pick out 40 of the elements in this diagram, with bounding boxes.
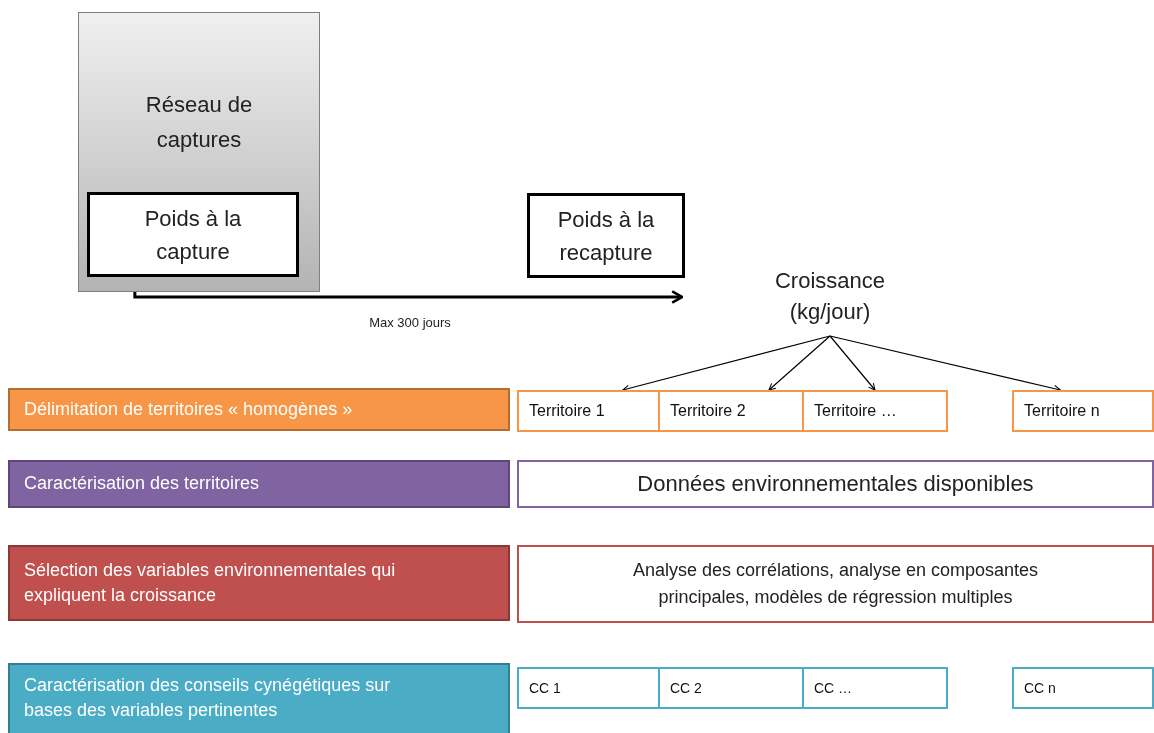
step-bar xyxy=(8,460,510,508)
node-text: CC … xyxy=(814,679,853,698)
weight-box xyxy=(87,192,299,277)
analysis-box xyxy=(517,545,1154,623)
advice-box xyxy=(1012,667,1154,709)
node-text: Poids à la capture xyxy=(143,204,243,266)
arrow xyxy=(768,335,831,391)
node-text: Sélection des variables environnementales qui expliquent la croissance xyxy=(24,558,397,607)
arrow xyxy=(133,290,684,304)
node-text: CC n xyxy=(1024,679,1056,698)
node-text: Poids à la recapture xyxy=(556,205,656,267)
node-text: Délimitation de territoires « homogènes » xyxy=(24,397,353,421)
advice-box xyxy=(658,667,804,709)
step-bar xyxy=(8,663,510,733)
weight-box xyxy=(527,193,685,278)
node-text: Caractérisation des territoires xyxy=(24,472,260,496)
arrow xyxy=(829,335,876,391)
territory-box xyxy=(1012,390,1154,432)
node-text: Croissance (kg/jour) xyxy=(773,267,886,326)
arrow xyxy=(622,335,831,392)
territory-box xyxy=(802,390,948,432)
node-text: CC 2 xyxy=(670,679,702,698)
territory-box xyxy=(658,390,804,432)
advice-box xyxy=(517,667,660,709)
node-text: Territoire 1 xyxy=(529,400,605,421)
network-box xyxy=(78,12,320,292)
arrow xyxy=(829,335,1061,393)
node-text: Données environnementales disponibles xyxy=(637,469,1034,498)
node-text: Territoire … xyxy=(814,400,897,421)
step-bar xyxy=(8,545,510,621)
node-text: Territoire 2 xyxy=(670,400,746,421)
step-bar xyxy=(8,388,510,431)
node-text: Réseau de captures xyxy=(144,91,254,155)
node-text: Analyse des corrélations, analyse en composantes principales, modèles de régression multiples xyxy=(631,559,1040,609)
advice-box xyxy=(802,667,948,709)
node-text: CC 1 xyxy=(529,679,561,698)
node-text: Territoire n xyxy=(1024,400,1100,421)
node-text: Caractérisation des conseils cynégétiques sur bases des variables pertinentes xyxy=(24,674,392,723)
data-box xyxy=(517,460,1154,508)
territory-box xyxy=(517,390,660,432)
